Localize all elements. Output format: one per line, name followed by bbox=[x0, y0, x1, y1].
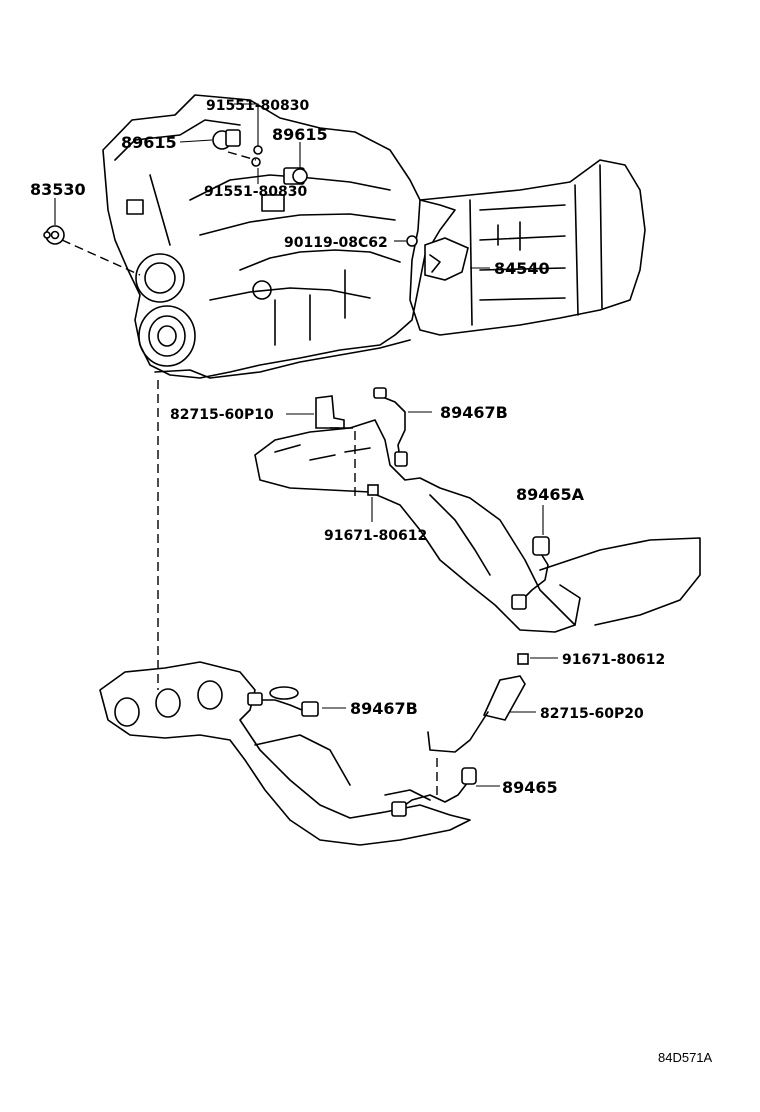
label-84540: 84540 bbox=[494, 259, 550, 278]
label-91551-80830-lower: 91551-80830 bbox=[204, 184, 307, 200]
label-83530: 83530 bbox=[30, 180, 86, 199]
grommet-83530[interactable] bbox=[43, 225, 65, 245]
o2-sensor-89465A[interactable] bbox=[511, 536, 550, 610]
label-91671-80612-lower: 91671-80612 bbox=[562, 652, 665, 668]
bracket-82715-60P20[interactable] bbox=[427, 675, 526, 753]
label-89615-right: 89615 bbox=[272, 125, 328, 144]
bolt-91671-upper[interactable] bbox=[367, 484, 379, 496]
label-89465A: 89465A bbox=[516, 485, 585, 504]
label-90119-08C62: 90119-08C62 bbox=[284, 235, 388, 251]
o2-sensor-89465[interactable] bbox=[391, 767, 477, 817]
bolt-91551-lower[interactable] bbox=[251, 157, 261, 167]
figure-code: 84D571A bbox=[658, 1050, 713, 1065]
label-89467B-lower: 89467B bbox=[350, 699, 418, 718]
knock-sensor-left[interactable] bbox=[212, 129, 241, 150]
bolt-91551-upper[interactable] bbox=[253, 145, 263, 155]
label-89615-left: 89615 bbox=[121, 133, 177, 152]
o2-sensor-89467B-upper[interactable] bbox=[373, 387, 408, 467]
label-89465: 89465 bbox=[502, 778, 558, 797]
o2-sensor-89467B-lower[interactable] bbox=[247, 686, 319, 717]
neutral-switch-84540[interactable] bbox=[424, 237, 469, 281]
exhaust-manifold-lower bbox=[99, 661, 471, 846]
label-91671-80612-upper: 91671-80612 bbox=[324, 528, 427, 544]
exhaust-manifold-upper bbox=[254, 419, 701, 633]
bolt-90119[interactable] bbox=[406, 235, 418, 247]
label-82715-60P20: 82715-60P20 bbox=[540, 706, 644, 722]
bolt-91671-lower[interactable] bbox=[517, 653, 529, 665]
bracket-82715-60P10[interactable] bbox=[315, 395, 345, 429]
engine-assembly bbox=[102, 94, 646, 379]
label-89467B-upper: 89467B bbox=[440, 403, 508, 422]
label-82715-60P10: 82715-60P10 bbox=[170, 407, 274, 423]
knock-sensor-right[interactable] bbox=[283, 167, 308, 185]
label-91551-80830-upper: 91551-80830 bbox=[206, 98, 309, 114]
